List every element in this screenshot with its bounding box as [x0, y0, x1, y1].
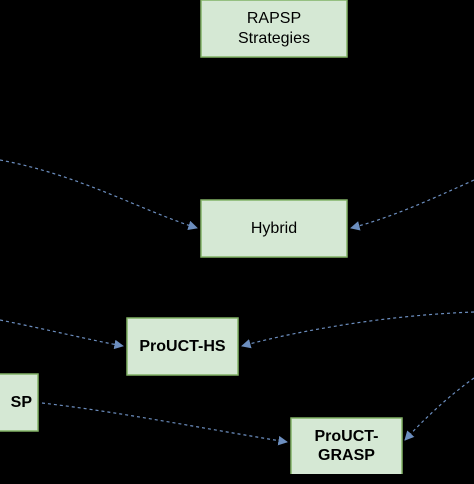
edge-right-to-proucgrasp [404, 377, 474, 441]
proucgrasp-label-line2: GRASP [318, 447, 375, 465]
edge-sp-to-proucgrasp [41, 402, 288, 446]
hybrid-box [200, 199, 348, 258]
hybrid-node: Hybrid [201, 200, 347, 257]
edge-left-to-hybrid [0, 159, 198, 230]
rapsp-label-line2: Strategies [237, 29, 311, 47]
hybrid-label: Hybrid [250, 219, 298, 237]
proucgrasp-label-line1: ProUCT- [314, 428, 379, 445]
proucths-label: ProUCT-HS [139, 337, 226, 355]
edge-right-to-hybrid [350, 179, 474, 231]
rapsp-strategies-box [200, 0, 348, 58]
diagram-canvas [0, 0, 474, 474]
partial-sp-node: SP [0, 374, 38, 431]
proucgrasp-node: ProUCT- GRASP [291, 418, 402, 484]
partial-sp-box [0, 373, 39, 432]
edge-left-to-proucths [0, 319, 124, 350]
rapsp-label-line1: RAPSP [246, 10, 302, 28]
rapsp-strategies-node: RAPSP Strategies [201, 0, 347, 57]
proucths-box [126, 317, 239, 376]
proucgrasp-box [290, 417, 403, 474]
edge-right-to-proucths [241, 311, 474, 349]
partial-sp-label: SP [10, 393, 32, 411]
proucths-node: ProUCT-HS [127, 318, 238, 375]
